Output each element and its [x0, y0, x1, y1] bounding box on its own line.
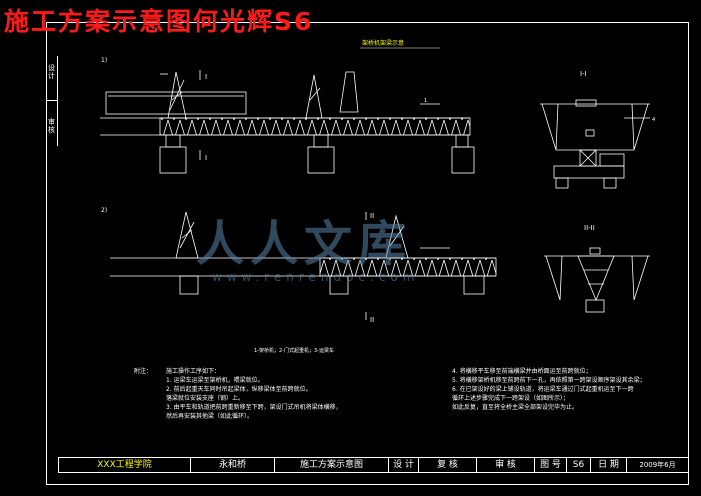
- item-number-1: 1: [424, 98, 427, 104]
- notes-heading: 附注：: [134, 368, 153, 375]
- note-line: 3. 由平车和轨道把前跨重新移至下跨，架设门式吊机将梁体横移，: [166, 404, 342, 411]
- note-line: 循环上述步骤完成下一跨架设（如图所示）；: [452, 395, 570, 402]
- title-block-sheet-label: 图 号: [535, 458, 567, 472]
- title-block-sheet-no: S6: [567, 458, 591, 472]
- stage-label-1: 1): [101, 57, 107, 64]
- side-strip: [46, 56, 58, 146]
- section-title-2: II-II: [584, 224, 595, 232]
- item-number-4: 4: [652, 117, 655, 123]
- strip-divider: [46, 100, 57, 101]
- section-title-1: I-I: [580, 70, 587, 78]
- title-block: XXX工程学院 永和桥 施工方案示意图 设 计 复 核 审 核 图 号 S6 日…: [58, 457, 689, 473]
- title-block-design: 设 计: [389, 458, 419, 472]
- page-headline: 施工方案示意图何光辉S6: [4, 7, 314, 36]
- note-line: 2. 前后起重天车同时吊起梁体，纵移梁体至前跨就位。: [166, 386, 312, 393]
- stage-2-elevation: [110, 211, 497, 320]
- note-line: 4. 将横移平车移至前端横梁并由桥面运至前跨就位；: [452, 368, 592, 375]
- title-block-review: 复 核: [419, 458, 477, 472]
- note-line: 6. 在已架设好的梁上铺设轨道，将运梁车通过门式起重机运至下一跨: [452, 386, 634, 393]
- note-line: 施工操作工序如下：: [166, 368, 221, 375]
- strip-label-design: 设计: [48, 64, 55, 80]
- drawing-caption: 1-架桥机；2-门式起重机；3-运梁车: [254, 347, 334, 354]
- note-line: 如此反复，直至将全桥主梁全部架设完毕为止。: [452, 404, 579, 411]
- title-block-drawing-name: 施工方案示意图: [275, 458, 389, 472]
- stage-1-elevation: [100, 70, 475, 174]
- section-1-view: [540, 99, 650, 189]
- title-block-school: XXX工程学院: [59, 458, 191, 472]
- drawing-title: 架桥机架梁示意: [362, 39, 404, 47]
- title-block-date-label: 日 期: [591, 458, 627, 472]
- note-line: 然后再安装其他梁（如此循环）。: [166, 413, 254, 420]
- title-block-project: 永和桥: [191, 458, 275, 472]
- stage-label-2: 2): [101, 207, 107, 214]
- watermark: 人人文库 www.renrendoc.com: [190, 178, 490, 298]
- section-mark-2a: II: [370, 212, 374, 220]
- drawing-frame: [46, 22, 689, 485]
- title-block-approve: 审 核: [477, 458, 535, 472]
- strip-label-review: 审核: [48, 118, 55, 134]
- section-mark-1a: I: [205, 73, 207, 81]
- note-line: 1. 运梁车运梁至架桥机，喂梁就位。: [166, 377, 264, 384]
- section-mark-2b: II: [370, 316, 374, 324]
- watermark-url: www.renrendoc.com: [212, 270, 420, 284]
- title-block-date-value: 2009年6月: [639, 461, 676, 469]
- notes-left: 施工操作工序如下： 1. 运梁车运梁至架桥机，喂梁就位。 2. 前后起重天车同时…: [166, 367, 342, 421]
- note-line: 5. 将横移架桥机移至前跨前下一孔，再依照第一跨架设顺序架设其余梁；: [452, 377, 646, 384]
- notes-right: 4. 将横移平车移至前端横梁并由桥面运至前跨就位； 5. 将横移架桥机移至前跨前…: [452, 367, 646, 412]
- section-mark-1b: I: [205, 154, 207, 162]
- watermark-main: 人人文库: [196, 216, 413, 272]
- note-line: 落梁就位安装支座（钢）上。: [166, 395, 245, 402]
- section-2-view: [544, 247, 650, 313]
